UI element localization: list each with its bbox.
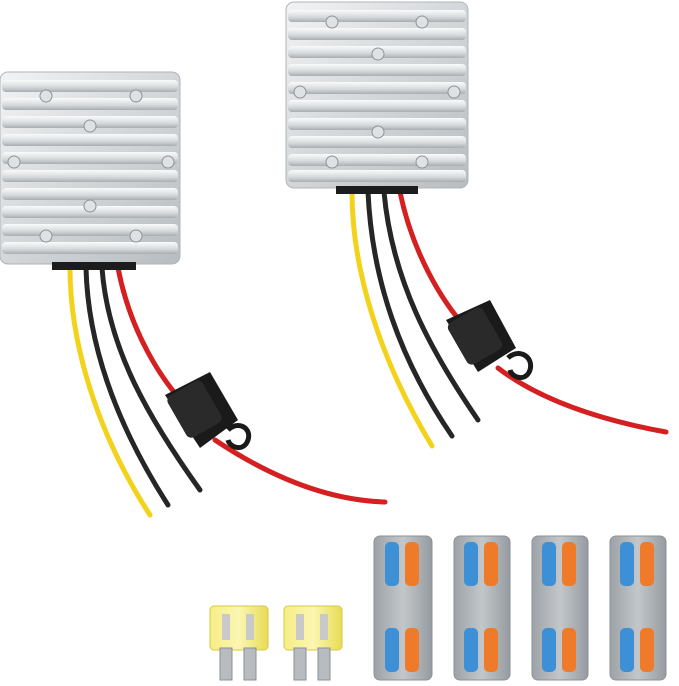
fuse-holder-right — [446, 300, 534, 380]
lever-connector-2 — [453, 535, 511, 681]
mini-fuse-1 — [209, 605, 269, 681]
converter-right — [285, 1, 669, 449]
heatsink-fins-right — [288, 10, 466, 182]
mini-fuse-2 — [283, 605, 343, 681]
cable-gland-left — [52, 262, 136, 270]
lever-connector-3 — [531, 535, 589, 681]
lever-connector-1 — [373, 535, 433, 681]
lever-connector-4 — [609, 535, 667, 681]
converter-right-wires — [349, 189, 669, 449]
converter-left-wires — [67, 265, 388, 518]
fuse-holder-left — [165, 372, 252, 450]
cable-gland-right — [336, 186, 418, 194]
screws-left — [7, 89, 175, 243]
screws-right — [293, 15, 461, 169]
converter-left — [0, 71, 388, 518]
